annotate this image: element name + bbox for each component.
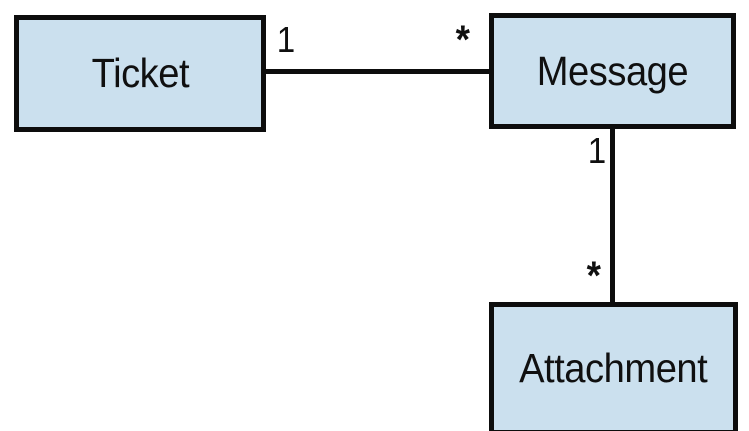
association-line-ticket-message[interactable] [263, 69, 492, 74]
class-name-ticket: Ticket [91, 50, 189, 96]
class-box-message[interactable]: Message [489, 13, 736, 129]
multiplicity-attachment-from-message: * [586, 254, 601, 298]
association-line-message-attachment[interactable] [610, 126, 615, 306]
class-name-attachment: Attachment [519, 345, 708, 391]
multiplicity-message-from-ticket: * [455, 18, 470, 62]
multiplicity-message-to-attachment: 1 [587, 130, 607, 171]
class-box-ticket[interactable]: Ticket [14, 15, 266, 132]
multiplicity-ticket-to-message: 1 [276, 19, 296, 60]
class-box-attachment[interactable]: Attachment [489, 302, 738, 431]
class-name-message: Message [536, 47, 689, 94]
